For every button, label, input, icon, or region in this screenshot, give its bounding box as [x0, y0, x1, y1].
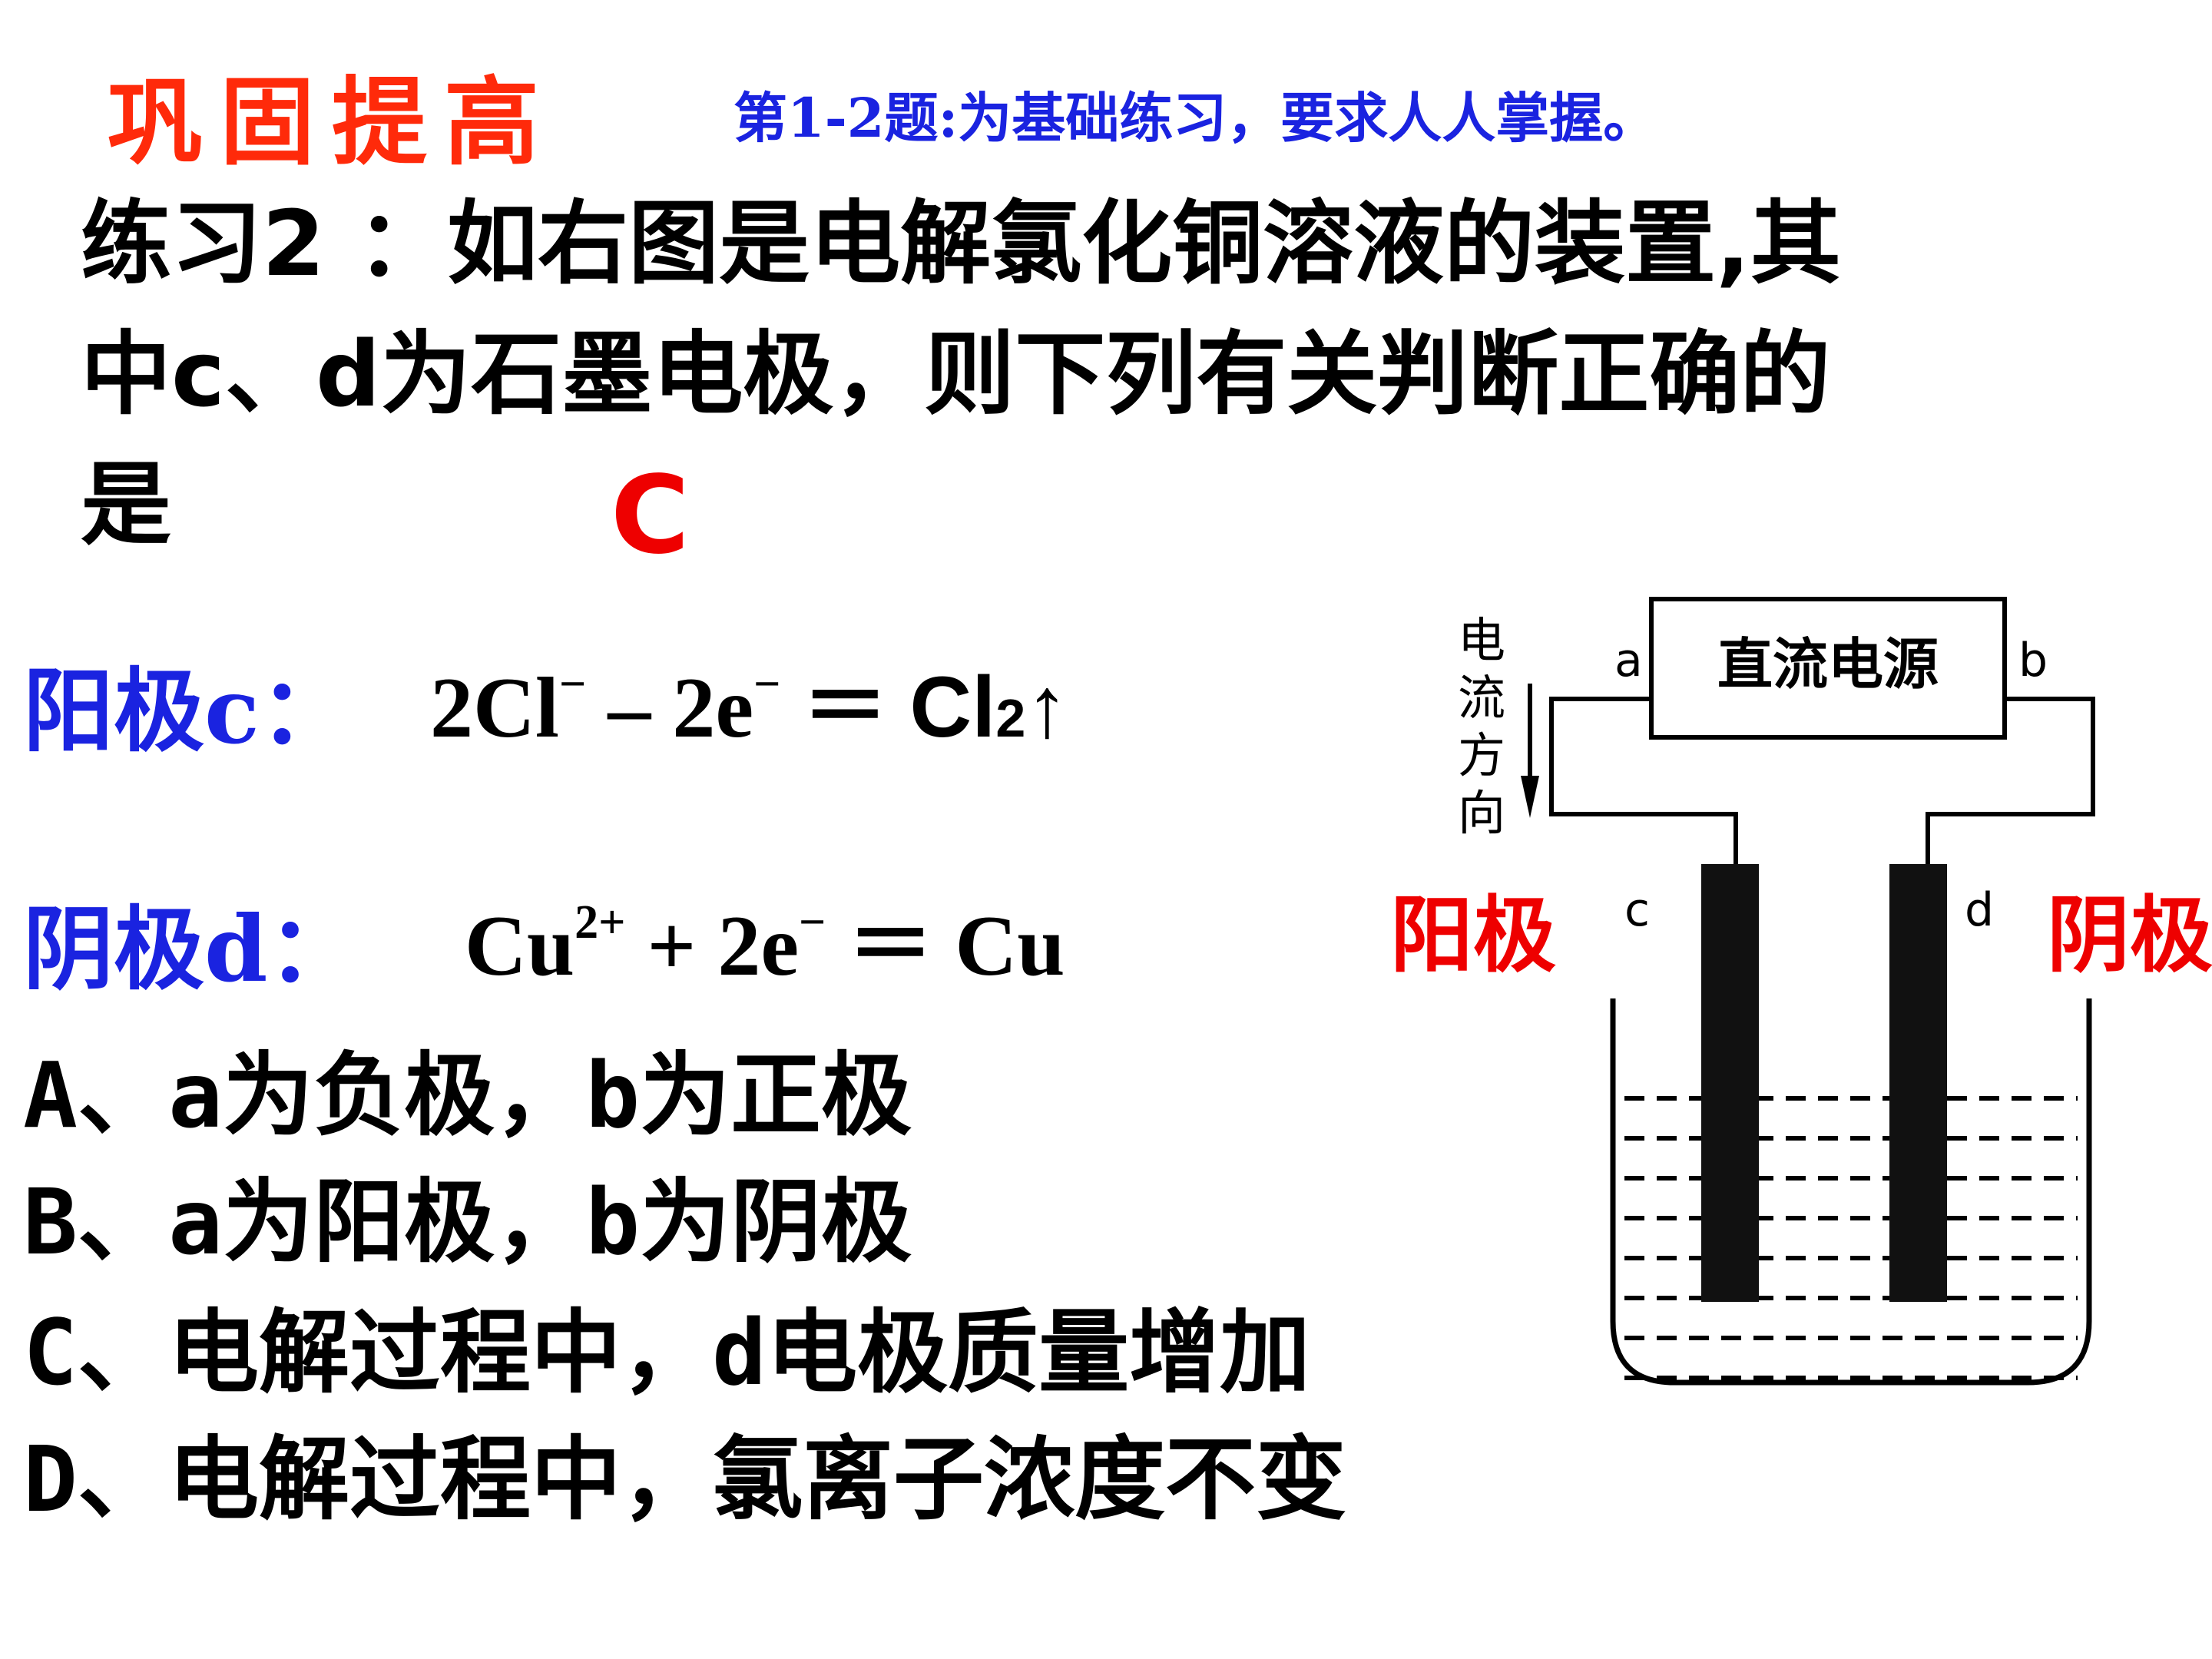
gas-up-arrow-icon: ↑ — [1025, 659, 1069, 755]
cucl2-solution — [1624, 1096, 2078, 1380]
electrolysis-diagram: 直流电源 a b 电 流 方 向 c d 阳极 阴极 — [1390, 597, 2212, 1386]
cathode-equation: Cu2+ + 2e− ＝ Cu — [465, 876, 1065, 1000]
power-source-label: 直流电源 — [1717, 632, 1939, 697]
current-arrowhead-icon — [1521, 776, 1539, 818]
cathode-eq-product: ＝ Cu — [826, 899, 1065, 994]
anode-equation: 2Cl− – 2e− ＝ Cl2↑ — [430, 637, 1068, 762]
electrode-c-label: c — [1624, 883, 1650, 937]
cathode-eq-reactant: Cu — [465, 899, 575, 994]
anode-eq-charge1: − — [559, 658, 587, 710]
anode-eq-reactant: 2Cl — [430, 661, 559, 756]
left-wire — [1549, 697, 1738, 868]
anode-electrode-letter: c： — [204, 657, 350, 764]
electrode-c — [1701, 864, 1759, 1302]
cathode-electrode-letter: d： — [204, 896, 359, 1002]
anode-label-text: 阳极 — [23, 658, 205, 764]
cathode-label: 阴极d： — [23, 876, 359, 1007]
anode-eq-product: Cl — [909, 659, 996, 755]
option-b: B、a为阳极，b为阴极 — [23, 1169, 912, 1275]
anode-tag: 阳极 — [1390, 888, 1556, 984]
anode-eq-charge2: − — [753, 658, 781, 710]
anode-eq-subscript: 2 — [995, 688, 1026, 748]
cathode-eq-charge1: 2+ — [575, 896, 626, 949]
option-c: C、电解过程中，d电极质量增加 — [23, 1300, 1311, 1406]
anode-eq-electrons: – 2e — [586, 661, 754, 756]
terminal-b-label: b — [2018, 634, 2048, 687]
current-direction-label: 电 流 方 向 — [1458, 612, 1521, 841]
anode-label: 阳极c： — [23, 637, 350, 769]
power-source-box — [1649, 597, 2007, 740]
cathode-eq-charge2: − — [799, 896, 826, 949]
cathode-tag: 阴极 — [2047, 888, 2212, 984]
option-a: A、a为负极，b为正极 — [23, 1042, 912, 1148]
terminal-a-label: a — [1614, 634, 1643, 687]
cathode-label-text: 阴极 — [23, 896, 205, 1002]
beaker — [1610, 998, 2092, 1386]
right-wire — [1926, 697, 2095, 868]
electrode-d — [1889, 864, 1947, 1302]
electrode-d-label: d — [1965, 883, 1994, 937]
answer-letter: C — [611, 453, 690, 578]
cathode-eq-electrons: + 2e — [625, 899, 800, 994]
practice-note: 第1-2题:为基础练习，要求人人掌握。 — [733, 86, 1657, 150]
option-d: D、电解过程中，氯离子浓度不变 — [23, 1426, 1347, 1532]
slide-title: 巩固提高 — [108, 67, 557, 178]
anode-eq-equals: ＝ — [780, 661, 910, 756]
question-text: 练习2 ：如右图是电解氯化铜溶液的装置,其中c、d为石墨电极，则下列有关判断正确… — [81, 190, 1842, 558]
